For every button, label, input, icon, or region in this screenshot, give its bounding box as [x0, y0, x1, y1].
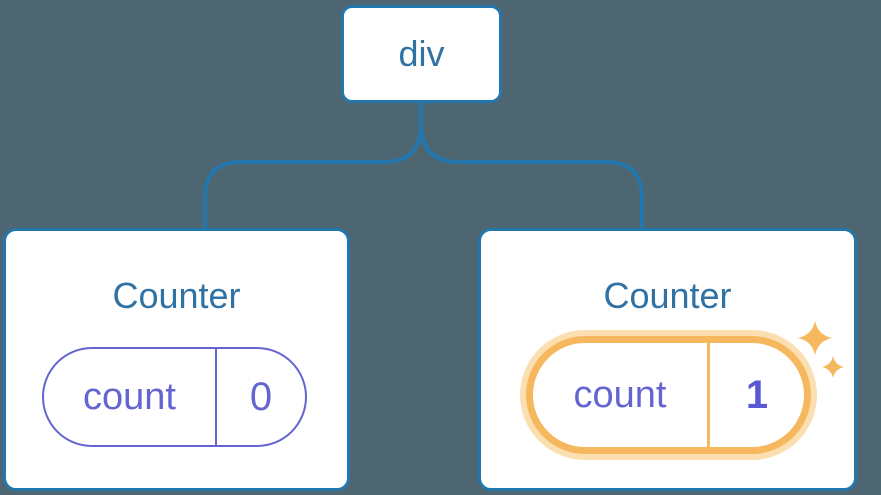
state-value: 0	[249, 374, 273, 419]
state-key-label: count	[44, 349, 217, 445]
root-node-label: div	[398, 33, 445, 74]
state-key-label: count	[533, 343, 710, 447]
counter-card-right: Counter count 1	[478, 228, 857, 491]
sparkle-icon-small	[822, 356, 844, 378]
state-value: 1	[745, 372, 769, 417]
sparkle-icon	[798, 321, 844, 378]
state-pill: count 0	[42, 347, 307, 447]
tree-connector-right	[419, 102, 644, 229]
tree-connector-left	[203, 102, 423, 229]
sparkle-icon-large	[798, 321, 832, 355]
counter-card-left: Counter count 0	[3, 228, 350, 491]
counter-title: Counter	[603, 275, 732, 316]
counter-title: Counter	[112, 275, 241, 316]
root-node: div	[341, 5, 502, 103]
state-pill-highlighted: count 1	[526, 336, 811, 454]
